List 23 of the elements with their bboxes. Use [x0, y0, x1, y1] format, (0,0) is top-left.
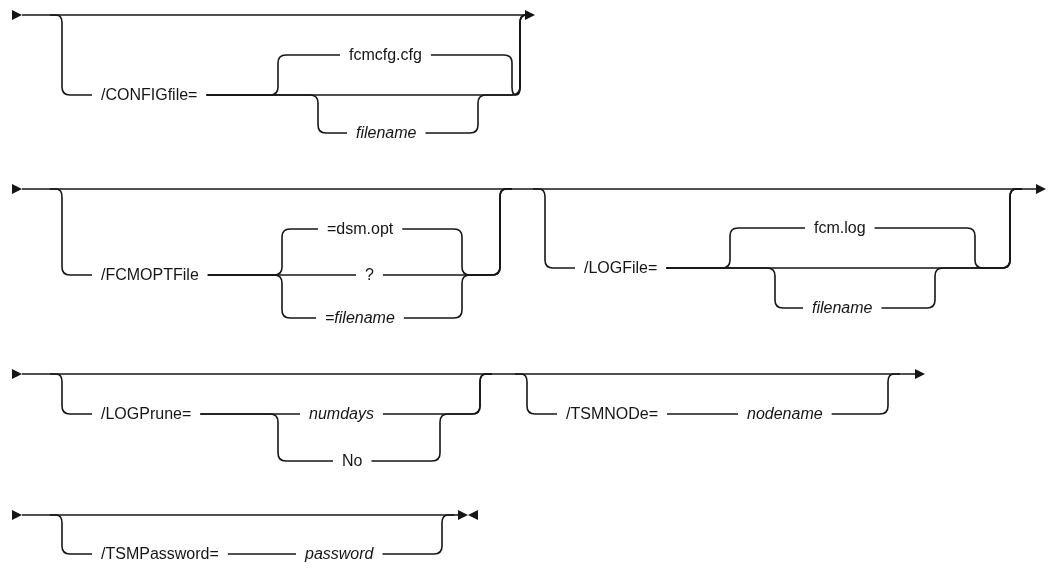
syntax-path	[205, 94, 348, 134]
syntax-keyword: /FCMOPTFile	[92, 265, 208, 285]
syntax-keyword: nodename	[738, 404, 832, 424]
syntax-keyword: =dsm.opt	[318, 219, 403, 239]
syntax-path	[199, 413, 334, 462]
syntax-keyword: /TSMPassword=	[92, 544, 228, 564]
syntax-keyword: ?	[356, 265, 383, 285]
syntax-keyword: /CONFIGfile=	[92, 85, 207, 105]
syntax-keyword: No	[333, 451, 372, 471]
syntax-keyword: =filename	[316, 308, 404, 328]
syntax-path	[665, 267, 804, 309]
syntax-path	[207, 274, 317, 319]
syntax-path	[227, 553, 297, 555]
syntax-keyword: /LOGFile=	[575, 258, 667, 278]
syntax-keyword: numdays	[300, 404, 383, 424]
syntax-keyword: /TSMNODe=	[557, 404, 667, 424]
syntax-keyword: filename	[803, 298, 882, 318]
syntax-keyword: filename	[347, 123, 426, 143]
syntax-keyword: fcm.log	[805, 218, 875, 238]
syntax-keyword: /LOGPrune=	[92, 404, 201, 424]
syntax-keyword: password	[296, 544, 383, 564]
syntax-path	[666, 413, 739, 415]
syntax-keyword: fcmcfg.cfg	[340, 45, 431, 65]
